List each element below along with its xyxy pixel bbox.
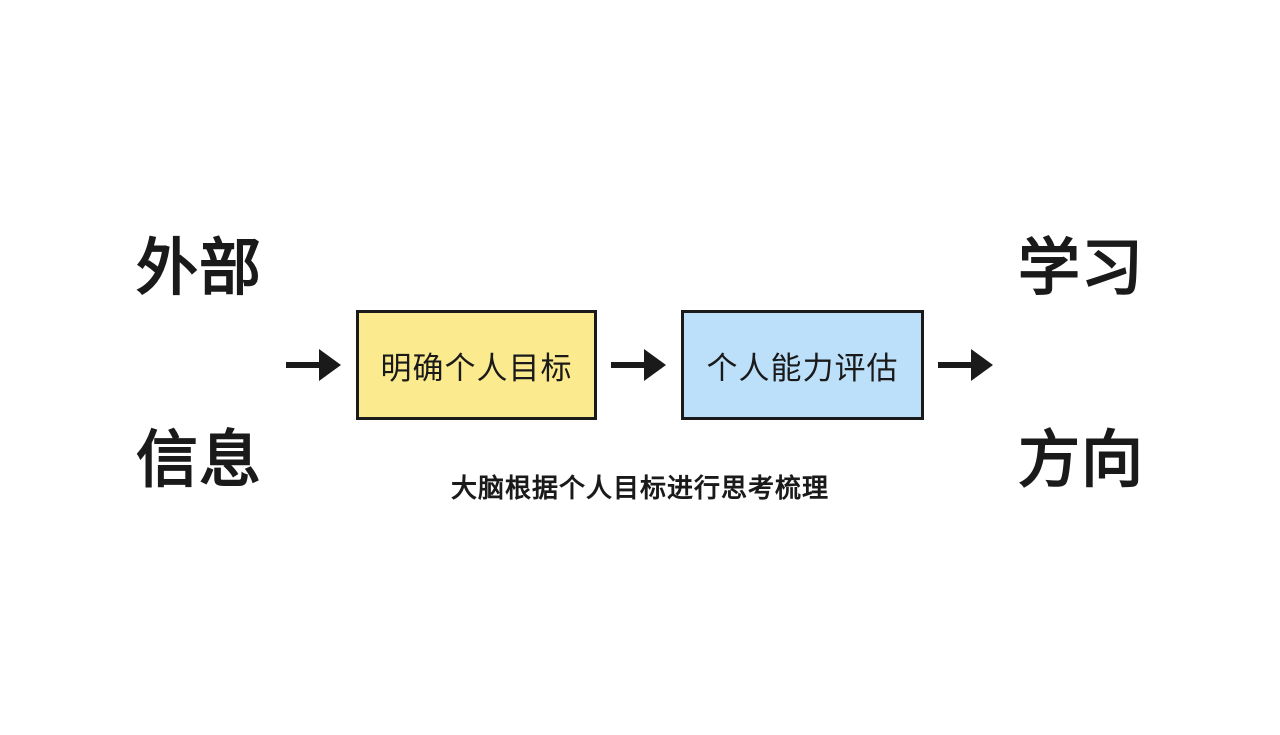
arrow-right-icon bbox=[938, 345, 994, 385]
arrow-head bbox=[644, 349, 666, 381]
arrow-head bbox=[319, 349, 341, 381]
node-clarify-personal-goal-label: 明确个人目标 bbox=[380, 350, 573, 386]
node-clarify-personal-goal[interactable]: 明确个人目标 bbox=[356, 310, 597, 420]
flow-source-label-line1: 外部 bbox=[135, 234, 262, 304]
process-flow-row: 外部 信息 明确个人目标 个人能力评估 bbox=[0, 237, 1280, 492]
node-personal-ability-assessment[interactable]: 个人能力评估 bbox=[681, 310, 924, 420]
flow-source-label-line2: 信息 bbox=[135, 425, 262, 495]
flow-result-label-line1: 学习 bbox=[1018, 234, 1145, 304]
flow-result-label-line2: 方向 bbox=[1018, 425, 1145, 495]
arrow-right-icon bbox=[611, 345, 667, 385]
arrow-head bbox=[971, 349, 993, 381]
flow-source-label: 外部 信息 bbox=[136, 110, 262, 621]
arrow-shaft bbox=[611, 362, 645, 368]
arrow-right-icon bbox=[286, 345, 342, 385]
arrow-shaft bbox=[286, 362, 320, 368]
flow-result-label: 学习 方向 bbox=[1018, 110, 1144, 621]
arrow-shaft bbox=[938, 362, 972, 368]
diagram-caption: 大脑根据个人目标进行思考梳理 bbox=[450, 473, 829, 503]
node-personal-ability-assessment-label: 个人能力评估 bbox=[706, 350, 899, 386]
